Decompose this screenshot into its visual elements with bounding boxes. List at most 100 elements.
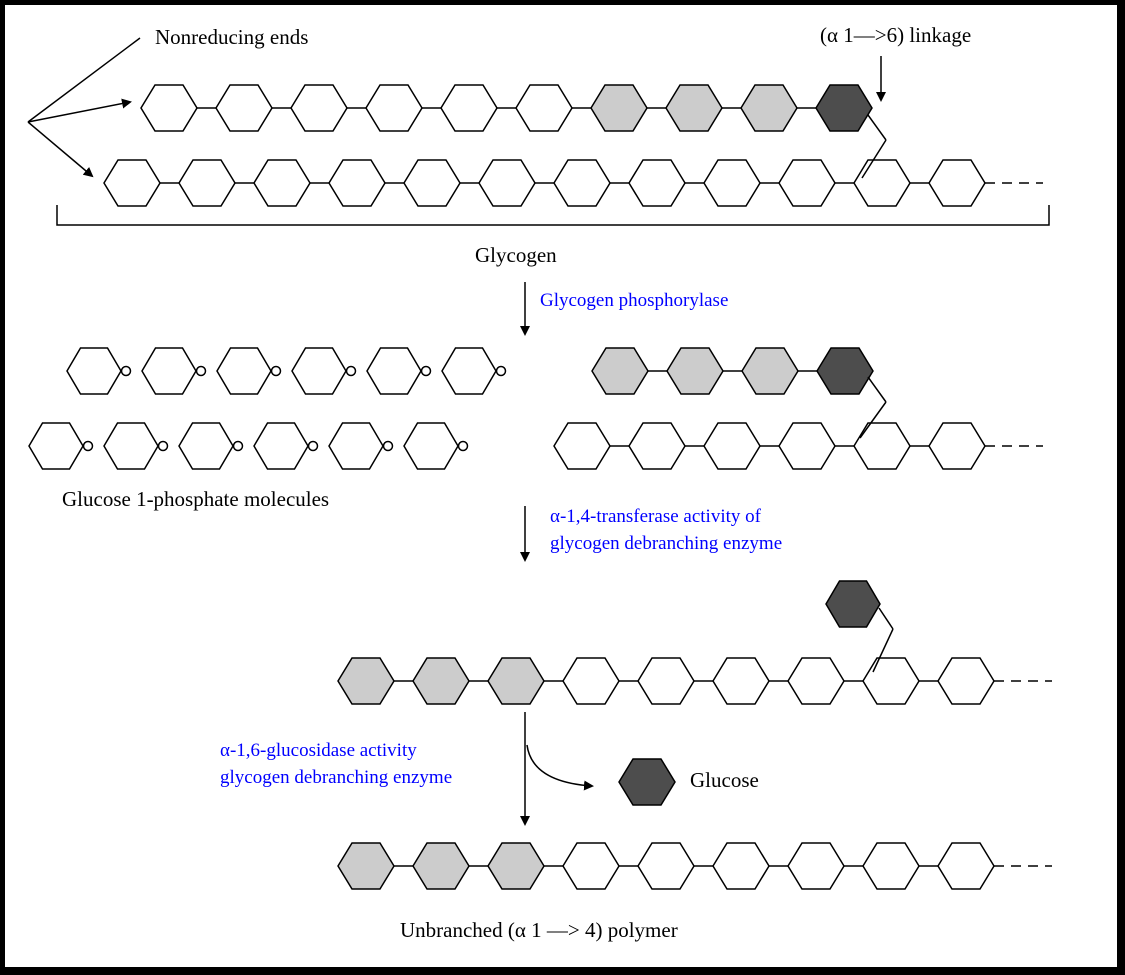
alpha-1-6-linkage <box>878 607 894 630</box>
glucose-1-phosphate-molecule <box>366 347 422 395</box>
glycogen-branch-residue <box>290 84 348 132</box>
unbranched-polymer-residue <box>412 842 470 890</box>
limit-branch-residue <box>591 347 649 395</box>
glycogen-main-residue <box>103 159 161 207</box>
glucose-1-phosphate-molecule <box>66 347 122 395</box>
glycogen-main-residue <box>478 159 536 207</box>
glycogen-main-residue <box>628 159 686 207</box>
glycogen-branch-residue <box>440 84 498 132</box>
phosphate-group <box>82 440 94 452</box>
glucosidase-label-line1: α-1,6-glucosidase activity <box>220 740 417 761</box>
glycogen-main-residue <box>328 159 386 207</box>
phosphate-group <box>232 440 244 452</box>
phosphate-group <box>307 440 319 452</box>
glycogen-main-residue <box>178 159 236 207</box>
glycogen-branch-residue <box>740 84 798 132</box>
transferred-main-residue <box>637 657 695 705</box>
alpha-1-6-linkage <box>859 401 887 439</box>
transferred-main-residue <box>937 657 995 705</box>
glycogen-label: Glycogen <box>475 243 557 267</box>
glucose-1-phosphate-molecule <box>328 422 384 470</box>
transferred-main-residue <box>487 657 545 705</box>
alpha-1-6-linkage <box>872 628 894 673</box>
glycogen-main-residue <box>778 159 836 207</box>
glycogen-main-residue <box>853 159 911 207</box>
phosphate-group <box>270 365 282 377</box>
glycogen-branch-residue <box>665 84 723 132</box>
glycogen-branch-residue <box>515 84 573 132</box>
glucose-1-phosphate-molecule <box>103 422 159 470</box>
phosphorylase-label: Glycogen phosphorylase <box>540 290 728 311</box>
glucose-1-phosphate-molecule <box>216 347 272 395</box>
limit-branch-residue <box>816 347 874 395</box>
glycogen-degradation-diagram: Nonreducing ends (α 1—>6) linkage Glycog… <box>27 23 1052 942</box>
glycogen-main-residue <box>928 159 986 207</box>
limit-branch-residue <box>666 347 724 395</box>
diagram-canvas: Nonreducing ends (α 1—>6) linkage Glycog… <box>5 5 1117 967</box>
unbranched-polymer-residue <box>862 842 920 890</box>
transferred-main-residue <box>787 657 845 705</box>
glycogen-branch-residue <box>215 84 273 132</box>
glucose-label: Glucose <box>690 768 759 792</box>
transferred-main-residue <box>562 657 620 705</box>
transferred-main-residue <box>337 657 395 705</box>
nonreducing-arrow-top <box>27 98 132 123</box>
limit-main-residue <box>853 422 911 470</box>
linkage-label: (α 1—>6) linkage <box>820 23 971 47</box>
transferase-label-line2: glycogen debranching enzyme <box>550 533 782 554</box>
limit-main-residue <box>553 422 611 470</box>
glucose-1-phosphate-molecule <box>403 422 459 470</box>
glycogen-branch-residue <box>365 84 423 132</box>
unbranched-polymer-residue <box>712 842 770 890</box>
glycogen-branch-residue <box>140 84 198 132</box>
phosphate-group <box>195 365 207 377</box>
glycogen-main-residue <box>403 159 461 207</box>
glucose-1-phosphate-molecule <box>28 422 84 470</box>
unbranched-polymer-residue <box>937 842 995 890</box>
alpha-1-6-linkage <box>867 114 887 141</box>
branch-point-glucose <box>825 580 881 628</box>
limit-branch-residue <box>741 347 799 395</box>
glycogen-bracket <box>56 205 1050 226</box>
unbranched-polymer-residue <box>637 842 695 890</box>
glucosidase-label-line2: glycogen debranching enzyme <box>220 767 452 788</box>
unbranched-polymer-residue <box>487 842 545 890</box>
free-glucose <box>618 758 676 806</box>
phosphate-group <box>120 365 132 377</box>
transferred-main-residue <box>862 657 920 705</box>
phosphate-group <box>495 365 507 377</box>
glucose-1-phosphate-molecule <box>291 347 347 395</box>
glucose-1-phosphate-label: Glucose 1-phosphate molecules <box>62 487 329 511</box>
alpha-1-6-linkage <box>861 139 887 179</box>
glycogen-main-residue <box>553 159 611 207</box>
unbranched-polymer-residue <box>337 842 395 890</box>
glycogen-main-residue <box>253 159 311 207</box>
phosphate-group <box>382 440 394 452</box>
limit-main-residue <box>628 422 686 470</box>
glucose-1-phosphate-molecule <box>253 422 309 470</box>
unbranched-polymer-label: Unbranched (α 1 —> 4) polymer <box>400 918 678 942</box>
transferred-main-residue <box>712 657 770 705</box>
limit-main-residue <box>928 422 986 470</box>
nonreducing-pointer-line <box>27 37 141 123</box>
limit-main-residue <box>778 422 836 470</box>
nonreducing-arrow-bottom <box>27 121 94 178</box>
glucose-release-arrow <box>526 744 594 791</box>
unbranched-polymer-residue <box>562 842 620 890</box>
phosphate-group <box>345 365 357 377</box>
phosphate-group <box>457 440 469 452</box>
glucose-1-phosphate-molecule <box>178 422 234 470</box>
glucose-1-phosphate-molecule <box>141 347 197 395</box>
alpha-1-6-linkage <box>867 376 887 403</box>
transferase-label-line1: α-1,4-transferase activity of <box>550 506 762 527</box>
glucose-1-phosphate-molecule <box>441 347 497 395</box>
limit-main-residue <box>703 422 761 470</box>
transferred-main-residue <box>412 657 470 705</box>
unbranched-polymer-residue <box>787 842 845 890</box>
glycogen-branch-residue <box>590 84 648 132</box>
glycogen-main-residue <box>703 159 761 207</box>
glycogen-branch-residue <box>815 84 873 132</box>
hexagon-layer <box>28 84 1052 890</box>
phosphate-group <box>420 365 432 377</box>
phosphate-group <box>157 440 169 452</box>
